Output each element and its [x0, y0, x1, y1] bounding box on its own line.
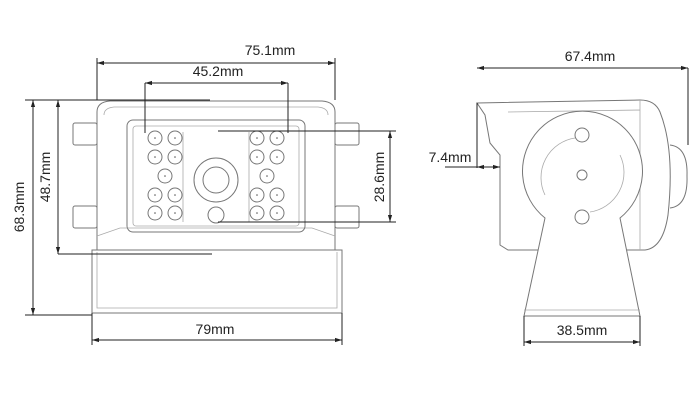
ir-led-center: [174, 156, 176, 158]
mount-tabs: [72, 122, 360, 229]
ir-led-center: [276, 194, 278, 196]
ir-led: [269, 187, 285, 203]
camera-lens: [193, 157, 239, 224]
ir-led: [167, 205, 183, 221]
front-view: 75.1mm 45.2mm 79mm 68.3mm 48.7mm: [11, 42, 396, 345]
dim-top-width-label: 75.1mm: [245, 42, 296, 58]
ir-led-center: [256, 194, 258, 196]
dimension-depth: 67.4mm: [476, 48, 689, 168]
ir-led: [147, 149, 163, 165]
ir-led-center: [174, 212, 176, 214]
ir-led: [167, 187, 183, 203]
ir-led-center: [266, 175, 268, 177]
ir-led-center: [276, 137, 278, 139]
dim-depth-label: 67.4mm: [565, 48, 616, 64]
ir-led: [167, 130, 183, 146]
dimension-total-height: 68.3mm: [11, 99, 210, 316]
ir-led-center: [154, 212, 156, 214]
mounting-bracket: [522, 110, 643, 317]
dim-total-height-label: 68.3mm: [11, 182, 27, 233]
ir-led-center: [164, 175, 166, 177]
dimension-head-height: 48.7mm: [37, 100, 212, 255]
ir-led: [259, 168, 275, 184]
ir-led-center: [276, 212, 278, 214]
dimension-visor-offset: 7.4mm: [429, 149, 500, 170]
dimension-bottom-width: 79mm: [91, 313, 343, 345]
ir-led: [147, 205, 163, 221]
ir-led: [249, 187, 265, 203]
ir-led-center: [154, 194, 156, 196]
ir-led: [167, 149, 183, 165]
dim-bottom-width-label: 79mm: [196, 321, 235, 337]
ir-led: [269, 149, 285, 165]
dimension-top-width: 75.1mm: [96, 42, 336, 100]
ir-led: [249, 205, 265, 221]
ir-led: [249, 149, 265, 165]
ir-led-center: [256, 137, 258, 139]
ir-led: [157, 168, 173, 184]
dimension-led-span: 45.2mm: [144, 63, 289, 133]
ir-led-center: [256, 156, 258, 158]
ir-led: [147, 130, 163, 146]
ir-led: [147, 187, 163, 203]
ir-led-center: [154, 156, 156, 158]
ir-led-center: [256, 212, 258, 214]
ir-led-array: [147, 130, 285, 221]
ir-led-center: [174, 137, 176, 139]
dim-window-height-label: 28.6mm: [371, 152, 387, 203]
dimension-window-height: 28.6mm: [218, 130, 396, 223]
dim-led-span-label: 45.2mm: [193, 63, 244, 79]
dim-base-width-label: 38.5mm: [557, 322, 608, 338]
dimension-base-width: 38.5mm: [523, 316, 641, 346]
ir-led-center: [154, 137, 156, 139]
ir-led-center: [276, 156, 278, 158]
ir-led-center: [174, 194, 176, 196]
dim-visor-offset-label: 7.4mm: [429, 149, 472, 165]
dim-head-height-label: 48.7mm: [37, 152, 53, 203]
side-view: 67.4mm 7.4mm 38.5mm: [429, 48, 689, 346]
ir-led: [269, 205, 285, 221]
